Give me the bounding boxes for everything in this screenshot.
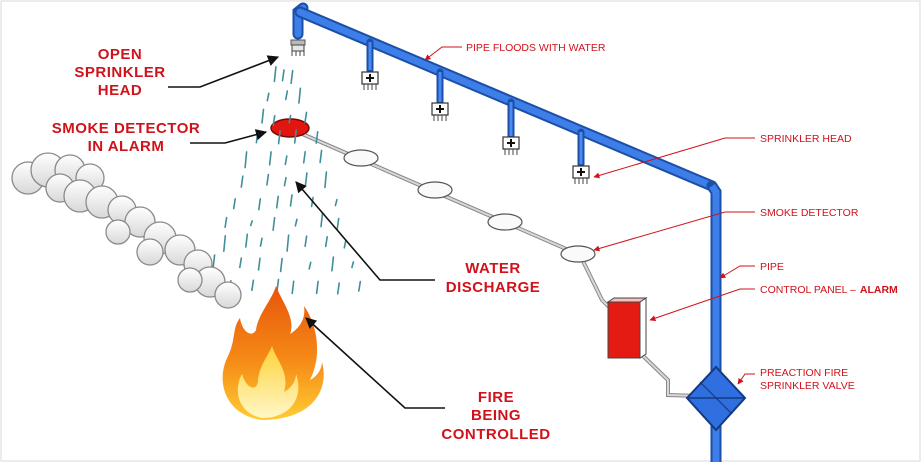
water-discharge-icon <box>205 66 362 295</box>
label-fire-line-3: CONTROLLED <box>441 426 550 443</box>
pointer-arrows <box>168 55 445 409</box>
water-drop <box>298 87 302 104</box>
water-drop <box>331 256 335 272</box>
preaction-valve-icon <box>685 365 747 432</box>
water-drop <box>315 131 319 144</box>
label-open-line-3: HEAD <box>98 82 143 99</box>
label-fire-line-1: FIRE <box>478 389 514 406</box>
water-drop <box>308 261 312 270</box>
smoke-detector-icon <box>417 181 453 199</box>
water-drop <box>224 216 228 228</box>
water-drop <box>266 92 270 102</box>
water-drop <box>324 236 329 248</box>
label-water-line-2: DISCHARGE <box>446 279 541 296</box>
water-drop <box>272 216 276 231</box>
water-drop <box>334 198 338 207</box>
water-drop <box>232 198 236 210</box>
label-preaction-line-2: SPRINKLER VALVE <box>760 380 855 392</box>
water-drop <box>279 257 283 273</box>
water-drop <box>286 234 290 252</box>
label-control-panel-alarm: ALARM <box>860 284 898 296</box>
water-drop <box>290 69 294 85</box>
label-water-discharge: WATER DISCHARGE <box>446 260 541 296</box>
label-preaction-line-1: PREACTION FIRE <box>760 367 848 379</box>
label-fire-line-2: BEING <box>471 407 521 424</box>
smoke-detector-icon <box>560 245 596 263</box>
water-drop <box>336 282 341 295</box>
water-drop <box>291 280 295 295</box>
sprinkler-head-icon <box>361 71 379 90</box>
smoke-detector-icon <box>343 149 379 167</box>
water-drop <box>289 194 293 207</box>
water-drop <box>259 237 263 247</box>
water-drop <box>245 233 249 248</box>
control-panel-icon <box>606 297 648 359</box>
sprinkler-head-icon <box>572 165 590 184</box>
water-drop <box>261 108 265 124</box>
water-drop <box>284 155 288 166</box>
water-drop <box>302 151 307 164</box>
open-sprinkler-head-icon <box>290 39 306 56</box>
water-drop <box>268 151 272 166</box>
label-control-panel: CONTROL PANEL – ALARM <box>760 284 898 296</box>
water-drop <box>273 66 277 83</box>
label-water-line-1: WATER <box>465 260 521 277</box>
water-drop <box>294 218 298 227</box>
water-drop <box>343 239 347 249</box>
label-smoke-detector-in-alarm: SMOKE DETECTOR IN ALARM <box>52 120 200 155</box>
label-open-sprinkler-head: OPEN SPRINKLER HEAD <box>74 46 165 99</box>
label-open-line-2: SPRINKLER <box>74 64 165 81</box>
water-drop <box>351 261 355 269</box>
label-pipe: PIPE <box>760 261 784 273</box>
sprinkler-head-icon <box>502 136 520 155</box>
label-sprinkler-head: SPRINKLER HEAD <box>760 133 852 145</box>
main-pipe <box>292 2 722 462</box>
water-drop <box>288 114 292 124</box>
water-drop <box>293 129 298 144</box>
label-smoke-detector: SMOKE DETECTOR <box>760 207 859 219</box>
water-drop <box>240 175 244 188</box>
water-drop <box>284 90 289 101</box>
water-drop <box>281 69 285 82</box>
water-drop <box>244 151 248 169</box>
sprinkler-head-icon <box>431 102 449 121</box>
water-drop <box>304 111 308 124</box>
water-drop <box>283 176 287 187</box>
label-fire-being-controlled: FIRE BEING CONTROLLED <box>441 389 550 443</box>
water-drop <box>315 280 319 295</box>
water-drop <box>251 279 255 292</box>
water-drop <box>275 195 280 209</box>
water-drop <box>324 171 328 189</box>
water-drop <box>320 212 324 228</box>
smoke-detector-icon <box>487 213 523 231</box>
label-smoke-alarm-line-2: IN ALARM <box>88 138 165 155</box>
water-drop <box>223 235 227 252</box>
smoke-cloud-icon <box>11 152 242 309</box>
water-drop <box>336 217 340 230</box>
water-drop <box>257 257 261 271</box>
water-drop <box>319 149 323 164</box>
water-drop <box>304 235 308 248</box>
label-control-panel-prefix: CONTROL PANEL – <box>760 284 856 296</box>
water-drop <box>266 173 270 186</box>
water-drop <box>212 254 216 269</box>
label-open-line-1: OPEN <box>98 46 143 63</box>
water-drop <box>239 257 243 269</box>
water-drop <box>272 115 276 127</box>
fire-icon <box>222 286 324 420</box>
water-drop <box>357 280 362 292</box>
water-drop <box>277 130 281 145</box>
callout-arrows <box>424 46 755 385</box>
label-pipe-floods: PIPE FLOODS WITH WATER <box>466 42 606 54</box>
label-smoke-alarm-line-1: SMOKE DETECTOR <box>52 120 200 137</box>
water-drop <box>257 198 262 211</box>
water-drop <box>249 220 253 227</box>
